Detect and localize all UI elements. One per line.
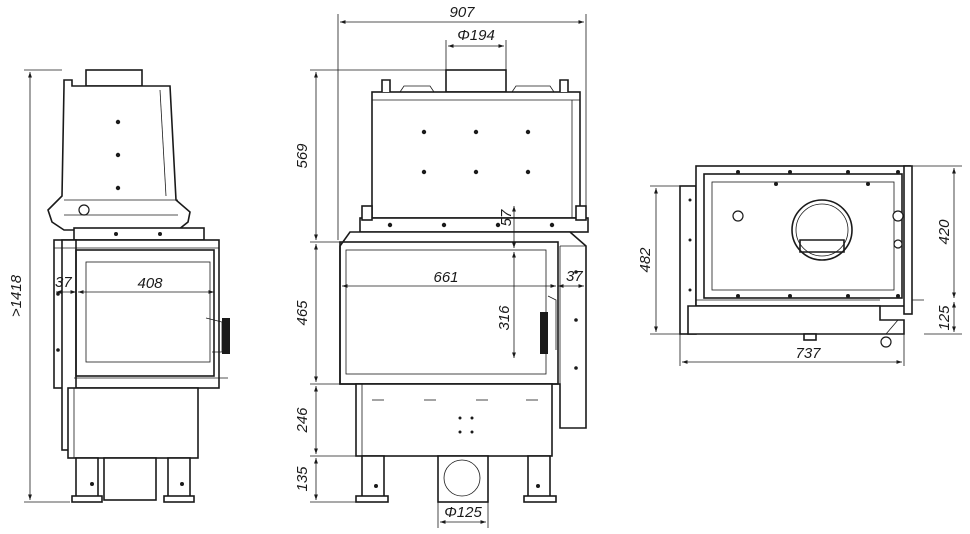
front-dimensions: 907 Φ194 569 465 246 135 57 661 37 316 Φ… <box>294 4 587 528</box>
dim-side-frame: 37 <box>55 274 72 291</box>
dim-air-inlet: Φ125 <box>444 504 482 521</box>
dim-plan-width: 737 <box>795 345 821 362</box>
dim-front-frame: 37 <box>566 268 583 285</box>
side-view <box>47 69 230 503</box>
dim-plan-depth-inner: 420 <box>936 219 953 245</box>
dim-top-section: 569 <box>294 143 311 169</box>
dim-flue-top: Φ194 <box>457 27 495 44</box>
dim-front-glass-width: 661 <box>433 269 458 286</box>
dim-overall-width: 907 <box>449 4 475 21</box>
dim-plan-offset: 125 <box>936 305 953 331</box>
side-dimensions: >1418 37 408 <box>8 69 214 503</box>
dim-plan-depth: 482 <box>637 247 654 273</box>
dim-front-glass-height: 316 <box>496 305 513 331</box>
plan-dimensions: 482 420 125 737 <box>637 165 962 366</box>
dim-legs: 135 <box>294 466 311 492</box>
dim-overall-height: >1418 <box>8 274 25 317</box>
front-view <box>339 69 589 503</box>
dim-base-section: 246 <box>294 407 311 434</box>
plan-view <box>679 165 924 348</box>
dim-front-section: 465 <box>294 300 311 326</box>
dim-front-glass-offset: 57 <box>498 209 515 226</box>
dim-side-glass-width: 408 <box>137 275 163 292</box>
